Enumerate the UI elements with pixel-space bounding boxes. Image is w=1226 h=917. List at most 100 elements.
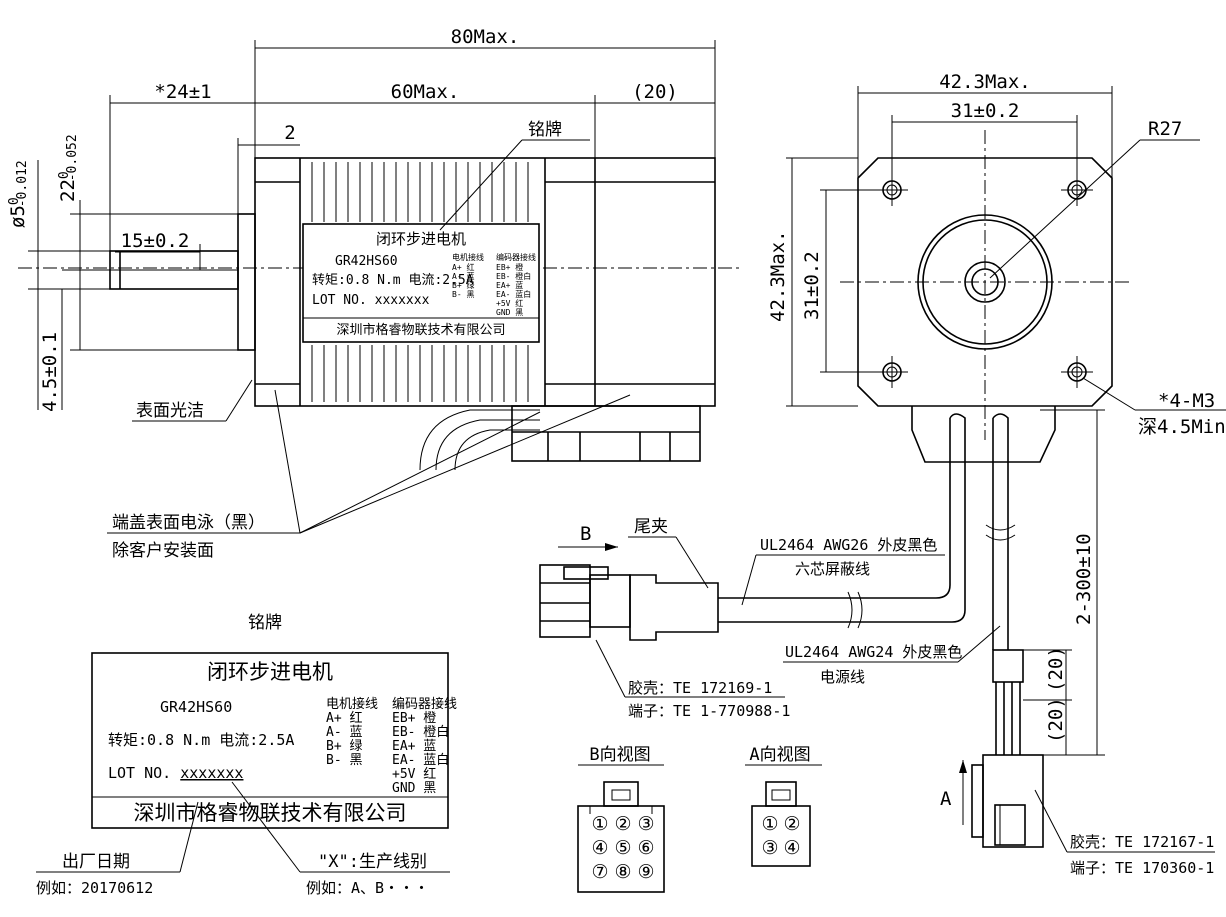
np-model: GR42HS60	[160, 698, 232, 716]
callout-end-cap: 端盖表面电泳（黑）	[112, 513, 265, 533]
body-np-spec: 转矩:0.8 N.m 电流:2.5A	[312, 273, 474, 288]
dim-overall-length: 80Max.	[451, 26, 520, 48]
pin-b-7: ⑦	[591, 861, 608, 883]
pin-b-4: ④	[591, 837, 608, 859]
dim-cable-length: 2-300±10	[1073, 533, 1095, 625]
cooling-fins	[311, 162, 529, 402]
pin-a-2: ②	[783, 813, 800, 835]
body-np-enc-w2: EA+ 蓝	[496, 280, 523, 290]
dim-frame-width-side: 42.3Max.	[767, 230, 789, 322]
label-housing-b: 胶壳：TE 172169-1	[628, 679, 772, 697]
body-np-enc-w4: +5V 红	[496, 298, 523, 308]
label-mfg-date-example: 例如：20170612	[36, 879, 153, 897]
cables	[539, 462, 1044, 848]
dim-body-length: 60Max.	[391, 81, 460, 103]
side-view: 闭环步进电机 GR42HS60 转矩:0.8 N.m 电流:2.5A LOT N…	[7, 26, 740, 561]
pin-a-3: ③	[761, 837, 778, 859]
nameplate-detail: 铭牌 闭环步进电机 GR42HS60 转矩:0.8 N.m 电流:2.5A LO…	[36, 613, 457, 897]
pin-b-9: ⑨	[637, 861, 654, 883]
side-dimensions	[28, 40, 716, 410]
body-np-motor-w0: A+ 红	[452, 262, 474, 272]
pin-a-4: ④	[783, 837, 800, 859]
body-np-motor-w2: B+ 绿	[452, 281, 474, 290]
dim-shaft-diameter: ø50-0.012	[7, 160, 30, 228]
dim-shaft-length: *24±1	[154, 81, 211, 103]
pin-b-5: ⑤	[614, 837, 631, 859]
body-np-motor-w1: A- 蓝	[452, 271, 474, 281]
body-np-motor-w3: B- 黑	[452, 290, 474, 299]
label-encoder-cable-type: 六芯屏蔽线	[795, 560, 870, 578]
body-np-model: GR42HS60	[335, 254, 398, 269]
nameplate-section-title: 铭牌	[248, 613, 282, 633]
np-lot: LOT NO. xxxxxxx	[108, 764, 243, 782]
label-line-code-example: 例如：A、B・・・	[306, 879, 429, 897]
pin-b-6: ⑥	[637, 837, 654, 859]
np-enc-w2: EA+ 蓝	[392, 739, 436, 754]
pin-b-3: ③	[637, 813, 654, 835]
dim-hole-spacing-top: 31±0.2	[951, 100, 1020, 122]
body-np-motor-title: 电机接线	[452, 252, 484, 262]
dim-mount-depth: 深4.5Min.	[1138, 416, 1226, 438]
callout-surface-finish: 表面光洁	[136, 401, 204, 421]
label-tail-clip: 尾夹	[634, 517, 668, 537]
body-np-enc-w3: EA- 蓝白	[496, 289, 531, 299]
body-np-enc-w1: EB- 橙白	[496, 271, 531, 281]
np-spec: 转矩:0.8 N.m 电流:2.5A	[108, 731, 294, 749]
dim-flange-gap: 2	[284, 122, 295, 144]
view-a-title: A向视图	[749, 745, 810, 765]
np-motor-title: 电机接线	[326, 696, 378, 712]
np-company: 深圳市格睿物联技术有限公司	[134, 801, 407, 825]
np-enc-w3: EA- 蓝白	[392, 752, 449, 768]
np-motor-w0: A+ 红	[326, 710, 362, 726]
label-terminal-b: 端子：TE 1-770988-1	[628, 702, 790, 720]
label-power-cable-type: 电源线	[820, 668, 865, 686]
label-housing-a: 胶壳：TE 172167-1	[1070, 833, 1214, 851]
np-enc-title: 编码器接线	[392, 696, 457, 712]
label-mfg-date: 出厂日期	[62, 852, 130, 872]
dim-pilot-diameter: 220-0.052	[57, 134, 80, 202]
dim-strip-1: (20)	[1045, 646, 1067, 692]
body-np-company: 深圳市格睿物联技术有限公司	[336, 322, 505, 338]
callout-nameplate: 铭牌	[528, 120, 562, 140]
callout-end-cap-exclude: 除客户安装面	[112, 541, 214, 561]
body-np-enc-title: 编码器接线	[496, 252, 536, 262]
view-a: A向视图 ① ② ③ ④	[745, 745, 822, 867]
np-title: 闭环步进电机	[207, 660, 333, 684]
np-enc-w5: GND 黑	[392, 781, 436, 796]
pin-b-2: ②	[614, 813, 631, 835]
dim-radius: R27	[1148, 118, 1182, 140]
label-line-code: "X":生产线别	[318, 852, 427, 872]
dim-mount-holes: *4-M3	[1158, 390, 1215, 412]
dim-hole-spacing-side: 31±0.2	[801, 251, 823, 320]
view-b: B向视图 ① ② ③ ④ ⑤ ⑥ ⑦ ⑧ ⑨	[577, 745, 665, 893]
np-motor-w3: B- 黑	[326, 753, 362, 768]
pin-b-8: ⑧	[614, 861, 631, 883]
body-np-title: 闭环步进电机	[376, 230, 466, 248]
np-motor-w1: A- 蓝	[326, 725, 362, 740]
dim-flat-depth: 4.5±0.1	[39, 332, 61, 412]
body-np-enc-w5: GND 黑	[496, 308, 523, 317]
cable-labels: B 尾夹 UL2464 AWG26 外皮黑色 六芯屏蔽线 UL2464 AWG2…	[558, 409, 1215, 877]
pin-b-1: ①	[591, 813, 608, 835]
np-enc-w1: EB- 橙白	[392, 724, 449, 740]
cable-exit-block	[419, 405, 701, 471]
dim-strip-2: (20)	[1045, 697, 1067, 743]
np-enc-w4: +5V 红	[392, 766, 436, 782]
np-enc-w0: EB+ 橙	[392, 711, 436, 726]
dim-flat-length: 15±0.2	[121, 230, 190, 252]
body-nameplate: 闭环步进电机 GR42HS60 转矩:0.8 N.m 电流:2.5A LOT N…	[302, 223, 540, 343]
front-view: 42.3Max. 31±0.2 42.3Max. 31±0.2 R27 *4-M…	[767, 71, 1226, 463]
label-terminal-a: 端子：TE 170360-1	[1070, 859, 1214, 877]
body-np-enc-w0: EB+ 橙	[496, 262, 523, 272]
label-power-cable: UL2464 AWG24 外皮黑色	[785, 643, 962, 661]
view-a-marker: A	[940, 788, 952, 810]
view-b-title: B向视图	[589, 745, 650, 765]
label-encoder-cable: UL2464 AWG26 外皮黑色	[760, 536, 937, 554]
pin-a-1: ①	[761, 813, 778, 835]
view-b-marker: B	[580, 523, 591, 545]
np-motor-w2: B+ 绿	[326, 739, 362, 754]
body-np-lot: LOT NO. xxxxxxx	[312, 293, 430, 308]
dim-end-length: (20)	[632, 81, 678, 103]
dim-frame-width-top: 42.3Max.	[939, 71, 1031, 93]
